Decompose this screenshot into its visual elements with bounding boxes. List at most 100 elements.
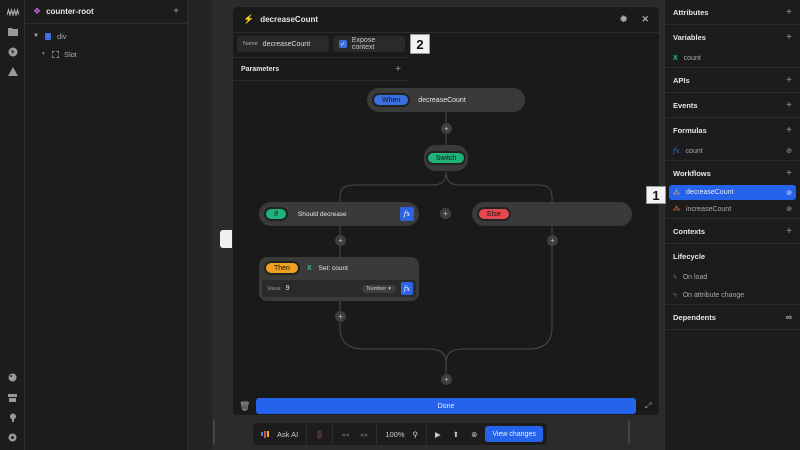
section-title: Variables [673, 32, 706, 42]
add-attribute-button[interactable]: + [786, 6, 792, 18]
value-field[interactable]: Value 9 Number ▾ fx [262, 280, 416, 297]
caret-down-icon[interactable]: ▼ [33, 33, 39, 39]
trigger-node[interactable]: When decreaseCount [367, 88, 525, 112]
bolt-icon: ϟ [673, 291, 677, 299]
switch-node[interactable]: Switch [424, 145, 468, 171]
warning-icon[interactable] [6, 65, 19, 78]
bolt-icon: ⚡ [243, 14, 255, 24]
help-icon[interactable] [6, 431, 19, 444]
bottom-toolbar: Ask AI ◂◂ ▸▸ 100% ⚲ ▶ ⬆ ⊗ View changes [253, 423, 547, 445]
expand-icon[interactable]: ⤢ [645, 401, 652, 410]
section-title: Attributes [673, 7, 709, 17]
variable-icon: X [673, 54, 678, 62]
section-attributes: Attributes + [665, 0, 800, 25]
section-title: Formulas [673, 125, 707, 135]
tree-node-slot[interactable]: ▼ Slot [25, 45, 187, 63]
link-icon[interactable]: ⊘ [786, 148, 792, 155]
zoom-icon[interactable]: ⚲ [412, 429, 419, 439]
formula-button[interactable]: fx [401, 282, 413, 295]
variable-label: count [683, 54, 701, 62]
add-branch-button[interactable]: + [440, 208, 451, 219]
view-changes-button[interactable]: View changes [485, 426, 543, 442]
if-condition-label: Should decrease [297, 210, 347, 218]
gift-icon[interactable] [6, 391, 19, 404]
palette-icon[interactable] [6, 371, 19, 384]
expose-context-toggle[interactable]: ✓ Expose context [333, 36, 405, 52]
add-step-button[interactable]: + [335, 311, 346, 322]
add-button[interactable]: + [173, 6, 179, 17]
tree-node-div[interactable]: ▼ div [25, 27, 187, 45]
else-branch-node[interactable]: Else [472, 202, 632, 226]
modal-title: decreaseCount [260, 15, 319, 24]
name-label: Name [243, 41, 258, 47]
section-contexts: Contexts+ [665, 219, 800, 244]
done-button[interactable]: Done [256, 398, 636, 414]
link-icon[interactable]: ⊘ [786, 189, 792, 197]
component-title: counter-root [46, 7, 94, 16]
value-input[interactable]: 9 [285, 285, 290, 292]
add-step-button[interactable]: + [335, 235, 346, 246]
debug-icon[interactable]: ✹ [619, 14, 628, 24]
parameters-section: Parameters + [233, 57, 409, 81]
component-tree-panel: ❖ counter-root + ▼ div ▼ Slot [25, 0, 188, 450]
name-value[interactable]: decreaseCount [262, 40, 311, 48]
caret-down-icon[interactable]: ▼ [41, 51, 46, 57]
add-variable-button[interactable]: + [786, 31, 792, 43]
workflow-label: increaseCount [686, 205, 732, 213]
publish-icon[interactable]: ⬆ [452, 429, 460, 439]
add-api-button[interactable]: + [786, 74, 792, 86]
parameters-label: Parameters [241, 65, 280, 73]
icon-rail [0, 0, 25, 450]
checkbox-checked-icon[interactable]: ✓ [339, 40, 347, 48]
if-tag: If [264, 207, 288, 221]
add-step-button[interactable]: + [441, 123, 452, 134]
ask-ai-button[interactable]: Ask AI [253, 423, 308, 445]
avatar[interactable] [307, 423, 334, 445]
section-title: APIs [673, 75, 690, 85]
logo-icon[interactable] [6, 5, 19, 18]
globe-icon[interactable] [6, 45, 19, 58]
undo-icon[interactable]: ◂◂ [341, 429, 349, 439]
add-formula-button[interactable]: + [786, 124, 792, 136]
settings-icon[interactable]: ⊗ [471, 429, 478, 439]
name-field[interactable]: Name decreaseCount [237, 36, 329, 52]
workflow-icon: ⁂ [673, 189, 680, 197]
trash-icon[interactable]: 🗑 [239, 401, 251, 411]
play-icon[interactable]: ▶ [435, 429, 441, 439]
folder-icon[interactable] [6, 25, 19, 38]
add-workflow-button[interactable]: + [786, 167, 792, 179]
bulb-icon[interactable] [6, 411, 19, 424]
zoom-control[interactable]: 100% ⚲ [377, 423, 428, 445]
ask-ai-label: Ask AI [277, 429, 299, 439]
infinity-icon[interactable]: ∞ [785, 312, 792, 322]
add-step-button[interactable]: + [441, 374, 452, 385]
type-select[interactable]: Number ▾ [361, 284, 396, 293]
add-event-button[interactable]: + [786, 99, 792, 111]
then-tag: Then [264, 261, 300, 275]
expose-context-label: Expose context [351, 37, 376, 51]
section-title: Lifecycle [673, 251, 706, 261]
bolt-icon: ϟ [673, 273, 677, 281]
add-step-button[interactable]: + [547, 235, 558, 246]
workflow-item[interactable]: ⁂increaseCount⊘ [669, 200, 796, 218]
callout-1: 1 [646, 186, 666, 204]
workflow-item-selected[interactable]: ⁂decreaseCount⊘ [669, 185, 796, 200]
ai-icon [261, 430, 269, 438]
scroll-indicator[interactable] [628, 420, 630, 444]
formula-button[interactable]: fx [400, 207, 414, 221]
add-context-button[interactable]: + [786, 225, 792, 237]
if-branch-node[interactable]: If Should decrease fx [259, 202, 419, 226]
redo-icon[interactable]: ▸▸ [360, 429, 369, 439]
then-action-node[interactable]: Then X Set: count Value 9 Number ▾ fx [259, 257, 419, 301]
link-icon[interactable]: ⊘ [786, 206, 792, 213]
close-icon[interactable]: ✕ [641, 14, 649, 24]
scroll-indicator[interactable] [213, 420, 215, 444]
add-parameter-button[interactable]: + [395, 63, 401, 75]
canvas-element-handle[interactable] [220, 230, 232, 248]
zoom-level[interactable]: 100% [385, 429, 405, 439]
